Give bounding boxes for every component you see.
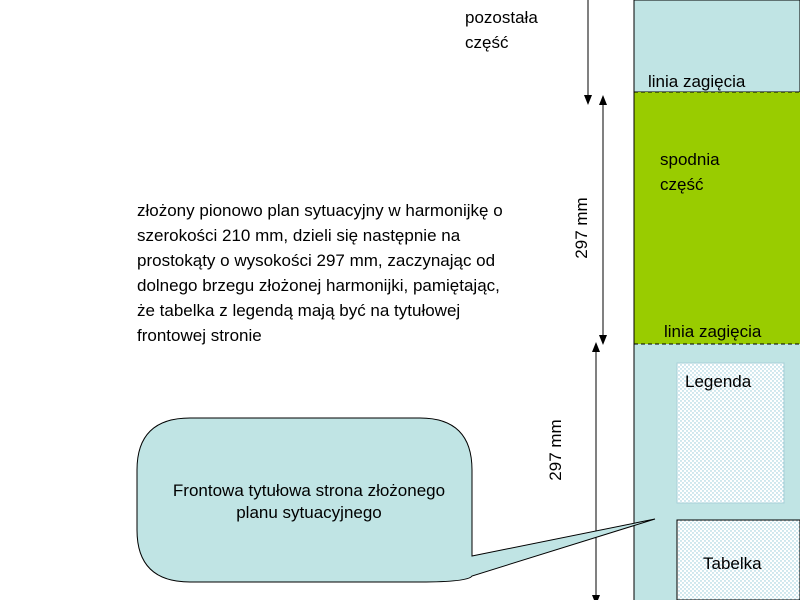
callout-bubble bbox=[136, 417, 656, 583]
dimension-top-label: 297 mm bbox=[572, 197, 591, 259]
legend-label: Legenda bbox=[685, 372, 752, 391]
fold-line-top-label: linia zagięcia bbox=[648, 72, 746, 91]
table-label: Tabelka bbox=[703, 554, 762, 573]
description-text: złożony pionowo plan sytuacyjny w harmon… bbox=[137, 201, 503, 345]
table-box bbox=[676, 519, 800, 600]
bottom-part-label: spodnia część bbox=[660, 150, 720, 194]
plan-strip-top bbox=[633, 0, 800, 93]
callout-text: Frontowa tytułowa strona złożonego planu… bbox=[172, 481, 446, 522]
remaining-part-label: pozostała część bbox=[465, 8, 538, 52]
bottom-part-panel bbox=[634, 92, 800, 344]
dimension-bottom-label: 297 mm bbox=[546, 419, 565, 481]
fold-line-bottom-label: linia zagięcia bbox=[664, 322, 762, 341]
legend-box bbox=[676, 362, 785, 504]
